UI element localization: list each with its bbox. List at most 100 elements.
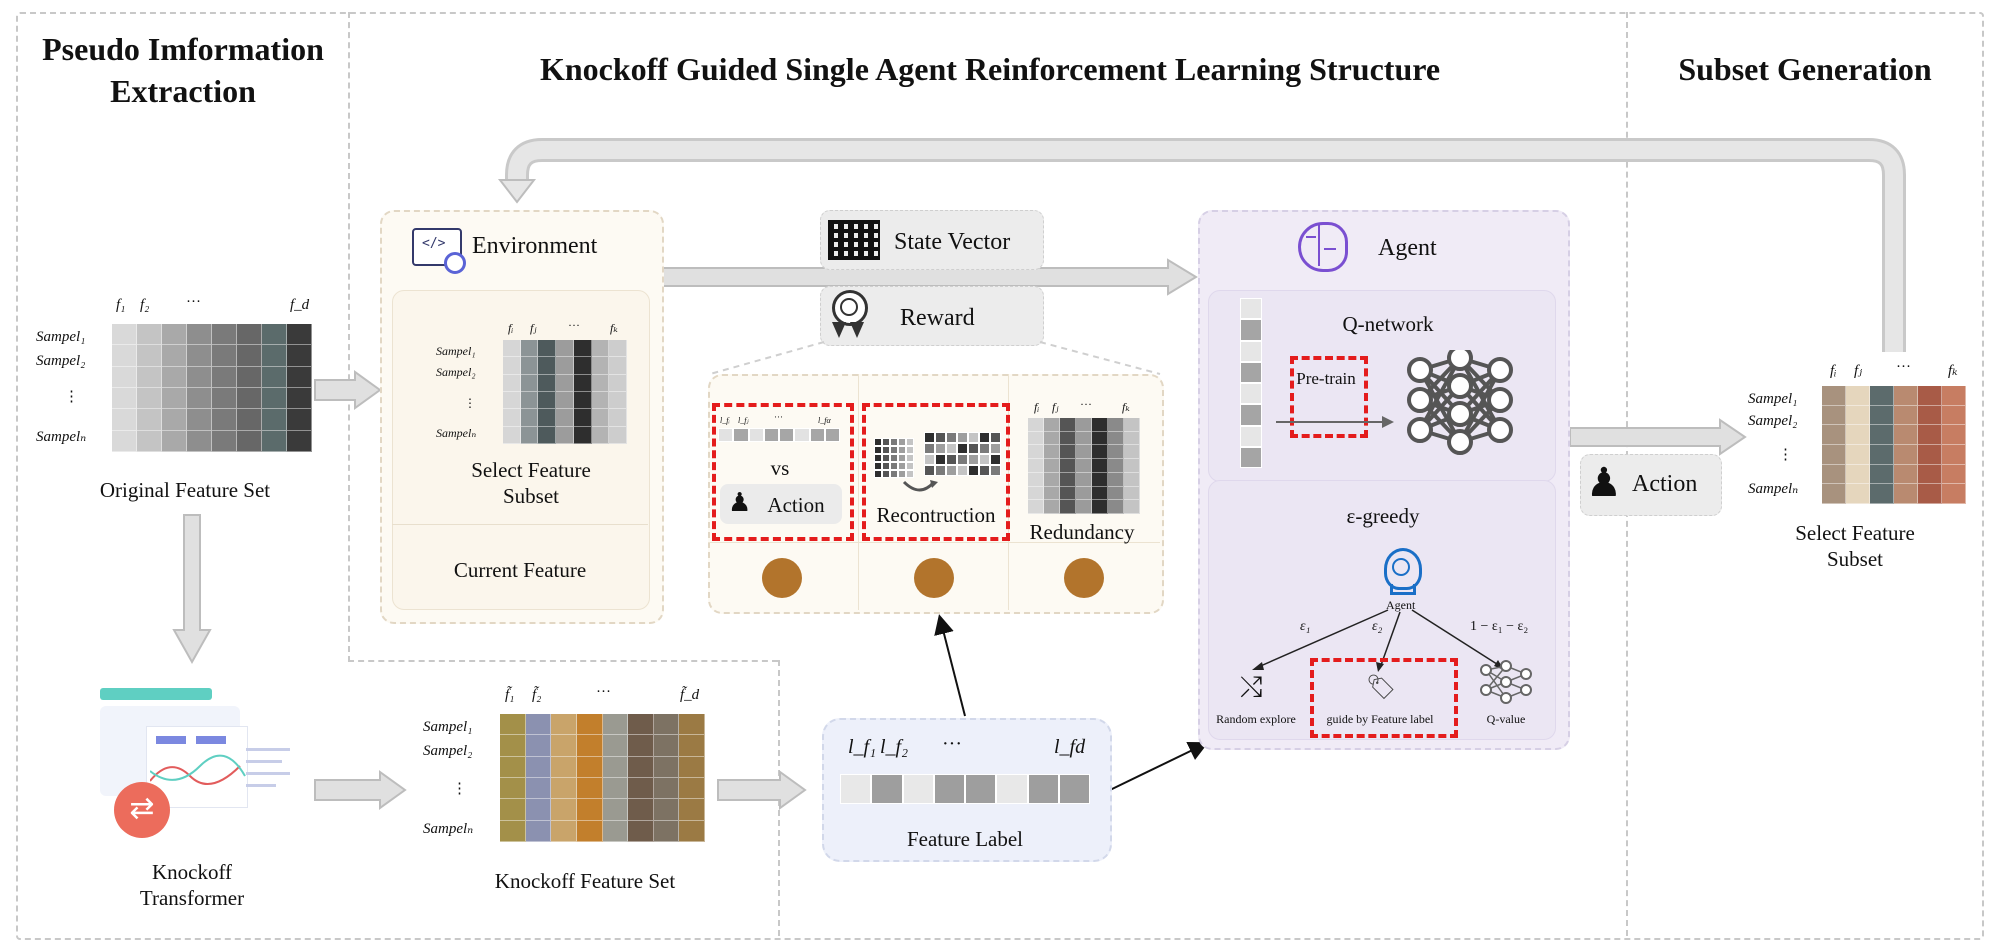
output-grid-column	[1870, 386, 1894, 505]
highlight-action-box	[712, 403, 854, 541]
feature-label-strip-cell	[840, 774, 872, 804]
reward-reconstruction-label: Recontruction	[876, 503, 996, 527]
reward-vs: vs	[770, 456, 790, 480]
reconstruction-right-cell	[979, 432, 990, 443]
epsilon-2: ε₂	[1372, 619, 1383, 634]
red-header-4: fₖ	[1122, 400, 1130, 414]
reward-label-strip-cell	[809, 428, 825, 442]
original-grid-column	[212, 324, 237, 452]
action-label: Action	[1632, 471, 1698, 497]
knockoff-grid-column	[602, 714, 629, 842]
reconstruction-right-cell	[924, 432, 935, 443]
option-q-value: Q-value	[1486, 712, 1526, 726]
reconstruction-right-cell	[935, 465, 946, 476]
orig-row-4: Sampelₙ	[36, 429, 87, 445]
nn-node	[1447, 429, 1473, 455]
option-guide-feature-label: guide by Feature label	[1326, 712, 1434, 726]
greedy-box	[1208, 480, 1556, 740]
redundancy-grid	[1028, 418, 1140, 515]
reward-divider-1	[858, 374, 859, 610]
award-ribbon-icon	[828, 290, 868, 340]
shuffle-icon: ⤭	[1240, 670, 1263, 703]
swap-icon: ⇄	[114, 782, 170, 838]
reconstruction-right-cell	[990, 465, 1001, 476]
state-vector-label: State Vector	[894, 229, 1011, 255]
feature-label-strip-cell	[1058, 774, 1090, 804]
brain-icon	[1298, 220, 1348, 272]
reward-redundancy-label: Redundancy	[1029, 520, 1135, 544]
feature-label-strip-cell	[871, 774, 903, 804]
highlight-guide-box	[1310, 658, 1458, 738]
neural-network-icon	[1276, 350, 1513, 455]
reconstruction-left-cell	[882, 446, 890, 454]
reward-label-strip	[718, 428, 840, 442]
orig-header-1: f₁	[116, 297, 126, 313]
greedy-label: ε-greedy	[1346, 504, 1420, 528]
state-input-strip-cell	[1240, 446, 1262, 468]
reconstruction-right-cell	[957, 465, 968, 476]
knockoff-transformer-caption: Knockoff Transformer	[139, 860, 245, 910]
grid-building-icon	[828, 220, 880, 260]
orig-row-2: Sampel₂	[36, 353, 86, 369]
knockoff-transformer-illustration: ⇄	[96, 686, 296, 846]
nn-node	[1407, 417, 1433, 443]
orig-header-2: f₂	[140, 297, 150, 313]
nn-node	[1407, 357, 1433, 383]
reward-callout-lines	[709, 341, 1161, 375]
red-header-1: fᵢ	[1034, 400, 1040, 414]
reconstruction-left-cell	[898, 446, 906, 454]
right-section-title: Subset Generation	[1678, 51, 1932, 87]
out-row-1: Sampel₁	[1748, 391, 1798, 407]
environment-title: Environment	[472, 233, 598, 259]
env-header-4: fₖ	[610, 321, 618, 335]
reconstruction-left-cell	[890, 446, 898, 454]
out-row-2: Sampel₂	[1748, 413, 1798, 429]
reconstruction-right-cell	[990, 454, 1001, 465]
reconstruction-left-cell	[906, 446, 914, 454]
action-box	[1580, 454, 1722, 516]
reconstruction-left-cell	[874, 462, 882, 470]
highlight-pretrain-box	[1290, 356, 1368, 438]
environment-grid-column	[609, 340, 628, 444]
environment-grid-column	[591, 340, 610, 444]
chess-pawn-icon-right: ♟	[1586, 460, 1622, 506]
environment-grid-column	[520, 340, 539, 444]
section-divider-center-bottom	[348, 660, 778, 662]
original-grid-column	[237, 324, 262, 452]
out-header-3: ···	[1896, 359, 1911, 375]
reward-label: Reward	[900, 305, 975, 331]
out-header-1: fᵢ	[1830, 363, 1837, 379]
reconstruction-right-cell	[979, 465, 990, 476]
chess-pawn-icon: ♟	[728, 488, 752, 518]
ko-row-4: Sampelₙ	[423, 821, 474, 837]
env-header-1: fᵢ	[508, 321, 514, 335]
output-feature-grid	[1822, 386, 1966, 505]
knockoff-grid-column	[628, 714, 654, 842]
out-header-4: fₖ	[1948, 363, 1958, 379]
knockoff-grid-column	[576, 714, 603, 842]
orig-header-4: f_d	[290, 297, 310, 313]
option-random-explore: Random explore	[1216, 712, 1296, 726]
knockoff-set-caption: Knockoff Feature Set	[494, 869, 676, 893]
reward-label-header-3: ···	[774, 412, 783, 422]
nn-node	[1447, 401, 1473, 427]
state-input-strip-cell	[1240, 383, 1262, 405]
output-grid-column	[1894, 386, 1918, 505]
knockoff-grid-column	[679, 714, 705, 842]
ko-row-3: ⋮	[452, 781, 467, 797]
nn-node	[1447, 350, 1473, 371]
reconstruction-curve-arrow	[902, 480, 938, 492]
feature-label-strip-cell	[1027, 774, 1059, 804]
environment-feature-grid	[503, 340, 628, 444]
reward-action-label: Action	[767, 493, 825, 517]
reward-label-strip-cell	[779, 428, 795, 442]
original-feature-grid	[112, 324, 312, 452]
reconstruction-left-cell	[898, 438, 906, 446]
reward-label-strip-cell	[733, 428, 749, 442]
reconstruction-right-cell	[968, 465, 979, 476]
env-header-2: fⱼ	[530, 321, 537, 335]
reconstruction-left-cell	[906, 438, 914, 446]
qnetwork-label: Q-network	[1342, 312, 1434, 336]
reconstruction-right-cell	[968, 443, 979, 454]
reconstruction-left-cell	[898, 454, 906, 462]
